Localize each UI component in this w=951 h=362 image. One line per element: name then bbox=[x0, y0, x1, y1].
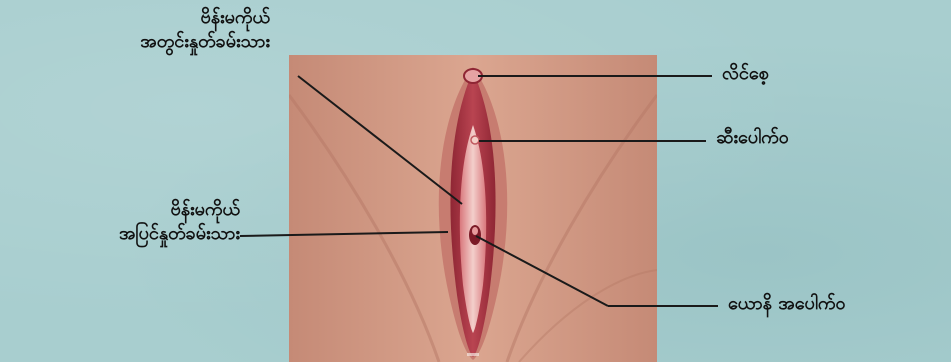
label-labia-minora-inner-line1: ဗိန်းမကိုယ် bbox=[110, 6, 270, 30]
label-labia-majora-outer: ဗိန်းမကိုယ် အပြင်နှုတ်ခမ်းသား bbox=[40, 198, 240, 247]
label-vaginal-opening: ယောနိ အပေါက်ဝ bbox=[728, 292, 846, 316]
leader-line-labia-majora-outer bbox=[240, 232, 448, 236]
label-clitoris: လိင်စေ့ bbox=[722, 62, 769, 86]
label-labia-majora-outer-line1: ဗိန်းမကိုယ် bbox=[40, 198, 240, 222]
label-urethral-opening: ဆီးပေါက်ဝ bbox=[716, 126, 789, 150]
label-labia-minora-inner-line2: အတွင်းနှုတ်ခမ်းသား bbox=[110, 30, 270, 54]
label-labia-minora-inner: ဗိန်းမကိုယ် အတွင်းနှုတ်ခမ်းသား bbox=[110, 6, 270, 55]
leader-line-labia-minora-inner bbox=[298, 76, 462, 204]
label-labia-majora-outer-line2: အပြင်နှုတ်ခမ်းသား bbox=[40, 222, 240, 246]
leader-line-vaginal-opening bbox=[476, 236, 608, 306]
